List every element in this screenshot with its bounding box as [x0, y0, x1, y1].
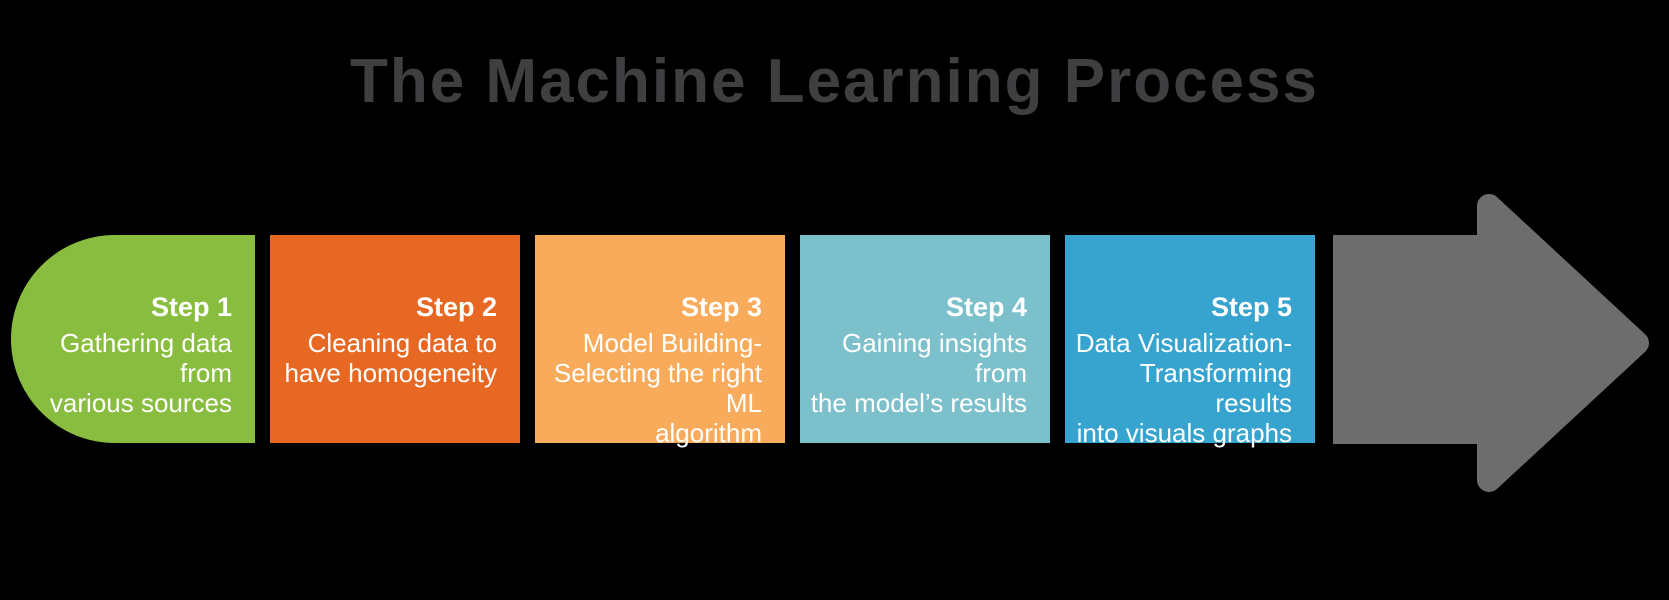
process-steps-row: Step 1 Gathering data from various sourc…: [11, 235, 1315, 448]
step-description-line: have homogeneity: [284, 358, 497, 388]
step-description-line: Model Building-: [582, 328, 762, 358]
step-box-3: Step 3 Model Building- Selecting the rig…: [535, 235, 785, 448]
step-box-5: Step 5 Data Visualization- Transforming …: [1065, 235, 1315, 448]
step-box-2: Step 2 Cleaning data to have homogeneity: [270, 235, 520, 443]
step-description-line: algorithm: [655, 418, 762, 448]
step-box-1: Step 1 Gathering data from various sourc…: [11, 235, 255, 443]
step-description-line: Selecting the right ML: [553, 358, 762, 418]
step-label: Step 2: [415, 292, 497, 322]
step-box-4: Step 4 Gaining insights from the model’s…: [800, 235, 1050, 443]
step-description-line: Transforming results: [1139, 358, 1292, 418]
step-description-line: various sources: [49, 388, 232, 418]
step-label: Step 5: [1210, 292, 1292, 322]
step-description-line: Gaining insights from: [842, 328, 1027, 388]
step-label: Step 1: [150, 292, 232, 322]
step-description-line: Gathering data from: [59, 328, 232, 388]
step-description-line: Cleaning data to: [307, 328, 497, 358]
step-description-line: into visuals graphs: [1076, 418, 1292, 448]
right-arrow-icon: [1333, 194, 1649, 492]
step-description-line: Data Visualization-: [1075, 328, 1292, 358]
step-description-line: the model’s results: [810, 388, 1027, 418]
step-label: Step 3: [680, 292, 762, 322]
page-title: The Machine Learning Process: [349, 47, 1320, 116]
step-label: Step 4: [945, 292, 1027, 322]
